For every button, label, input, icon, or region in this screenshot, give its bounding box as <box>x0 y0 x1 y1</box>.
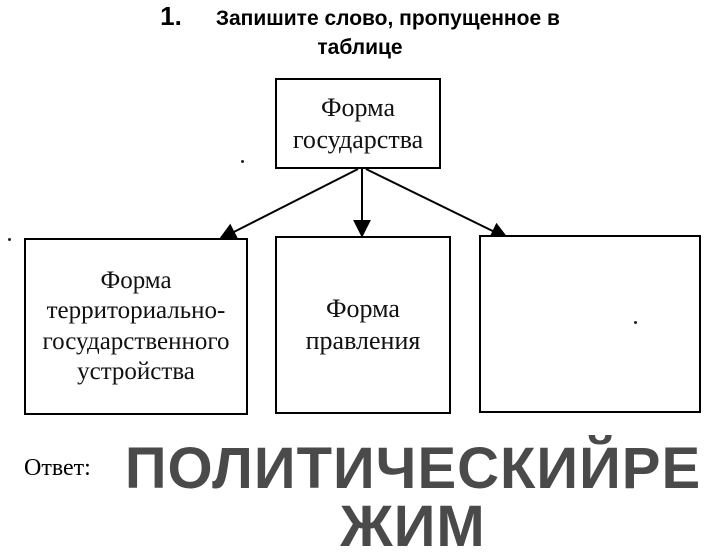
task-title-line1: 1. Запишите слово, пропущенное в <box>0 0 720 35</box>
diagram-arrows <box>218 168 509 240</box>
answer-value: ПОЛИТИЧЕСКИЙРЕЖИМ <box>124 436 702 559</box>
box-territorial-structure: Форма территориально- государственного у… <box>24 238 248 415</box>
task-title-line2: таблице <box>317 36 403 59</box>
scan-speck <box>634 321 637 324</box>
box-missing-answer <box>479 235 701 413</box>
task-title-text: Запишите слово, пропущенное в <box>215 7 560 30</box>
box-form-of-government-label: Форма правления <box>305 294 421 355</box>
box-form-of-government: Форма правления <box>275 236 451 414</box>
box-form-of-state: Форма государства <box>275 78 441 169</box>
arrow-to-right-box <box>365 168 509 239</box>
arrow-to-left-box <box>218 168 359 240</box>
box-form-of-state-label: Форма государства <box>292 92 424 154</box>
task-number: 1. <box>160 1 182 31</box>
scan-speck <box>8 238 11 241</box>
scan-speck <box>241 160 244 163</box>
box-territorial-structure-label: Форма территориально- государственного у… <box>42 266 230 386</box>
answer-label: Ответ: <box>24 455 91 481</box>
